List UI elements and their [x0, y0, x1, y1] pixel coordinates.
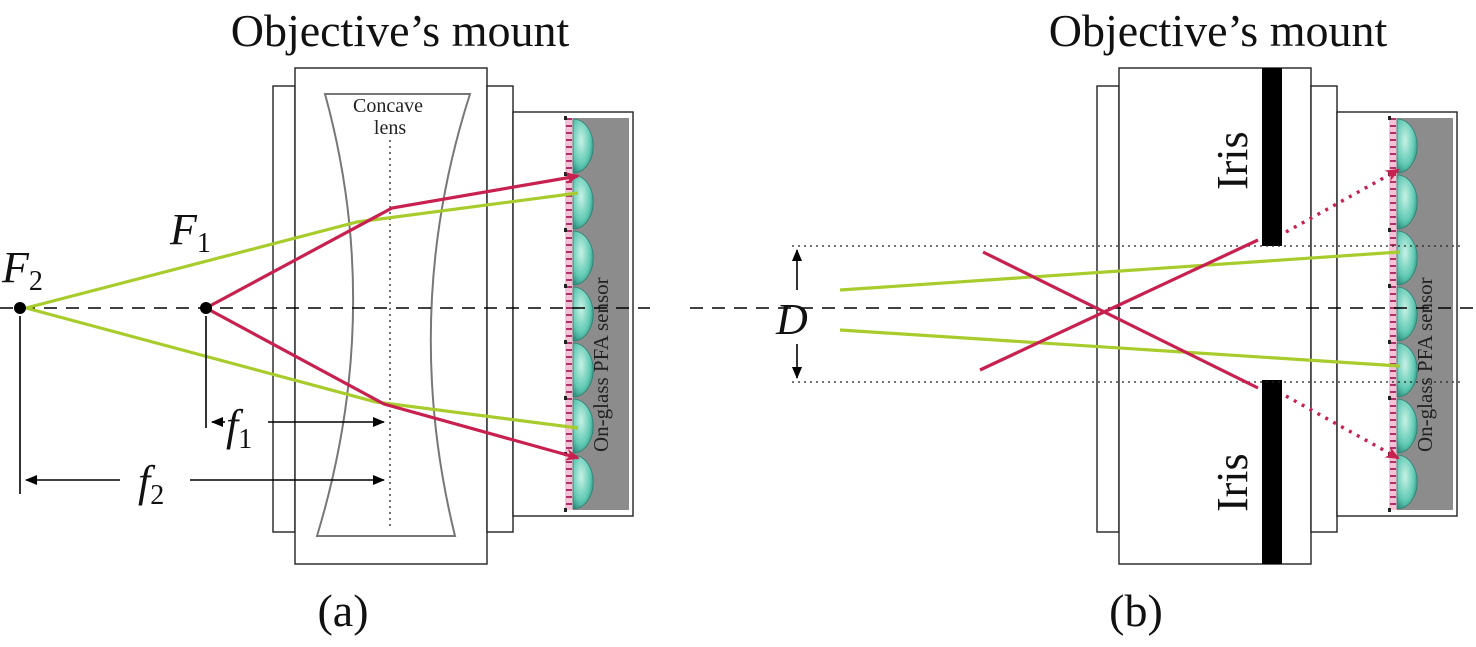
panel-a-title: Objective’s mount — [231, 5, 570, 56]
microlens — [572, 174, 594, 230]
mount-front-flange-b — [1310, 85, 1338, 533]
sensor-label-a: On-glass PFA sensor — [589, 277, 613, 452]
sensor-label-b: On-glass PFA sensor — [1413, 277, 1437, 452]
iris-blade-bottom — [1262, 380, 1282, 564]
microlens — [572, 286, 594, 342]
microlens — [1396, 454, 1418, 510]
label-f1-point: F1 — [169, 205, 211, 259]
chief-ray-up-b — [979, 238, 1259, 372]
mount-rear-flange — [272, 85, 296, 533]
pfa-sensor-a — [564, 116, 629, 512]
microlens — [572, 118, 594, 174]
pixel-separator — [564, 228, 567, 232]
panel-a: Objective’s mount Concave lens On-glass … — [0, 5, 650, 636]
chief-ray-bottom-a — [205, 306, 580, 461]
iris-label-top: Iris — [1208, 131, 1257, 190]
focal-point-f2 — [14, 302, 26, 314]
microlens — [1396, 398, 1418, 454]
label-f1-length: f1 — [226, 401, 252, 455]
pixel-separator — [1388, 116, 1391, 120]
panel-b-title: Objective’s mount — [1049, 5, 1388, 56]
label-f2-length: f2 — [138, 457, 164, 511]
microlens — [1396, 118, 1418, 174]
marginal-ray-bottom-a — [25, 306, 579, 430]
mount-barrel — [294, 67, 488, 565]
pixel-separator — [1388, 508, 1391, 512]
mount-front-flange — [486, 85, 514, 533]
microlens — [1396, 230, 1418, 286]
panel-a-label: (a) — [317, 585, 368, 636]
microlens — [572, 454, 594, 510]
pixel-separator — [564, 396, 567, 400]
chief-ray-down-b — [982, 250, 1259, 390]
label-f2-point: F2 — [1, 243, 43, 297]
lens-label-line2: lens — [374, 117, 406, 139]
pixel-separator — [564, 172, 567, 176]
microlens — [1396, 286, 1418, 342]
microlens — [1396, 174, 1418, 230]
chief-ray-top-a — [205, 172, 580, 310]
iris-blade-top — [1262, 68, 1282, 246]
marginal-ray-top-b — [839, 250, 1401, 292]
marginal-ray-top-a — [25, 191, 579, 310]
pixel-separator — [1388, 228, 1391, 232]
microlens — [1396, 342, 1418, 398]
blocked-ray-top-b — [1285, 168, 1400, 234]
microlens — [572, 230, 594, 286]
pixel-separator — [564, 284, 567, 288]
pixel-separator — [564, 340, 567, 344]
pixel-separator — [564, 508, 567, 512]
focal-point-f1 — [200, 302, 212, 314]
aperture-label: D — [775, 295, 808, 344]
blocked-ray-bottom-b — [1285, 394, 1400, 460]
concave-lens — [315, 93, 472, 537]
lens-label-line1: Concave — [353, 95, 423, 117]
pixel-separator — [1388, 396, 1391, 400]
marginal-ray-bottom-b — [839, 328, 1401, 368]
panel-b-label: (b) — [1109, 585, 1163, 636]
iris-label-bottom: Iris — [1208, 453, 1257, 512]
pixel-separator — [1388, 284, 1391, 288]
microlens — [572, 342, 594, 398]
pixel-separator — [1388, 340, 1391, 344]
panel-b: Objective’s mount Iris Iris On-glass PFA… — [690, 5, 1476, 636]
pixel-separator — [564, 116, 567, 120]
pfa-sensor-b — [1388, 116, 1453, 512]
